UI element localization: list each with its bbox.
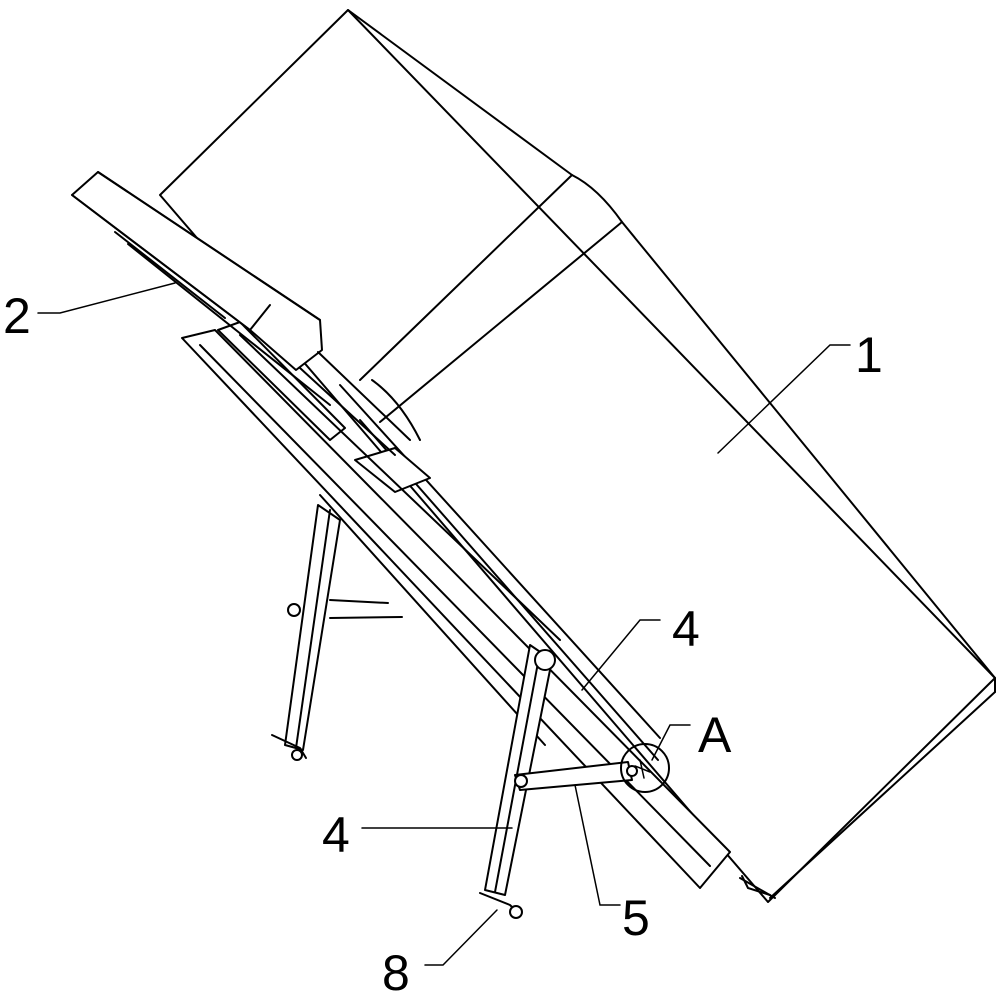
label-a: A xyxy=(698,707,732,763)
label-1: 1 xyxy=(855,327,883,383)
label-4-upper: 4 xyxy=(672,601,700,657)
label-4-lower: 4 xyxy=(322,807,350,863)
label-5: 5 xyxy=(622,890,650,946)
label-2: 2 xyxy=(3,288,31,344)
label-8: 8 xyxy=(382,945,410,995)
